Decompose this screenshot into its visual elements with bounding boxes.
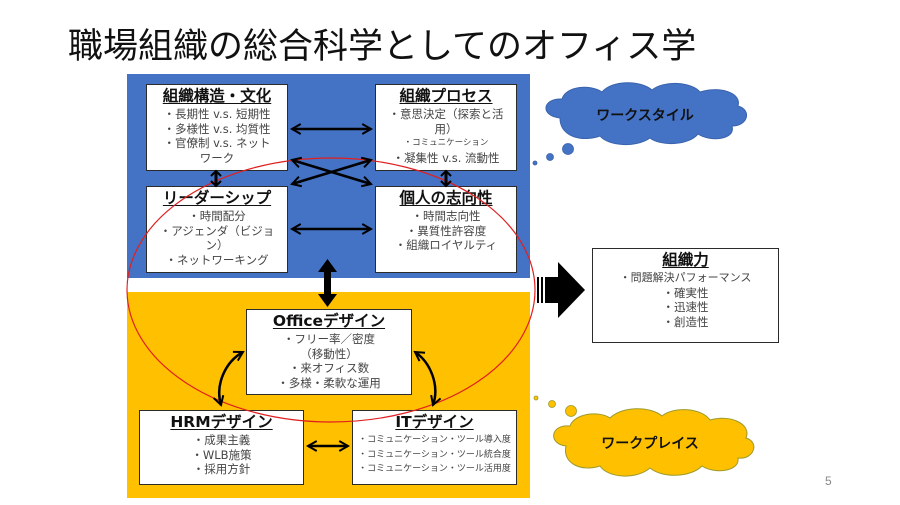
list-item: ・迅速性 — [662, 300, 709, 314]
list-item: （移動性） — [300, 346, 358, 361]
list-item: ・アジェンダ（ビジョン） — [159, 223, 275, 253]
cloud-bubble — [562, 143, 574, 155]
leadership-box: リーダーシップ ・時間配分 ・アジェンダ（ビジョン） ・ネットワーキング — [146, 186, 288, 273]
box-title: HRMデザイン — [170, 413, 273, 431]
list-item: ・WLB施策 — [191, 447, 252, 462]
list-item: ・フリー率／密度 — [283, 332, 375, 346]
list-item: ・時間配分 — [188, 209, 246, 223]
arrow-to-org-power — [537, 262, 585, 318]
list-item: ・多様性 v.s. 均質性 — [163, 121, 271, 136]
cloud-bubble — [565, 405, 577, 417]
workplace-cloud-label: ワークプレイス — [601, 436, 699, 452]
box-title: 組織プロセス — [399, 87, 493, 105]
list-item: ・異質性許容度 — [405, 223, 487, 238]
list-item: ・ネットワーキング — [165, 252, 269, 267]
list-item: ・成果主義 — [192, 433, 251, 447]
list-item: ・コミュニケーション・ツール導入度 — [358, 435, 511, 445]
individual-orientation-box: 個人の志向性 ・時間志向性 ・異質性許容度 ・組織ロイヤルティ — [375, 186, 517, 273]
list-item: ・問題解決パフォーマンス — [619, 271, 752, 284]
list-item: ・意思決定（探索と活用） — [388, 107, 504, 136]
box-title: 組織構造・文化 — [162, 87, 272, 105]
list-item: ・官僚制 v.s. ネットワーク — [163, 136, 271, 165]
list-item: ・長期性 v.s. 短期性 — [163, 107, 271, 121]
list-item: ・コミュニケーション・ツール統合度 — [358, 449, 511, 460]
list-item: ・来オフィス数 — [288, 361, 370, 375]
list-item: ・多様・柔軟な運用 — [277, 375, 381, 390]
list-item: ・凝集性 v.s. 流動性 — [392, 150, 500, 165]
slide-title: 職場組織の総合科学としてのオフィス学 — [68, 27, 697, 67]
cloud-bubble — [548, 400, 556, 408]
hrm-design-box: HRMデザイン ・成果主義 ・WLB施策 ・採用方針 — [139, 410, 304, 485]
list-item: ・採用方針 — [192, 462, 251, 476]
page-number: 5 — [825, 474, 832, 488]
list-item: ・創造性 — [662, 314, 709, 329]
box-title: リーダーシップ — [162, 189, 272, 207]
list-item: ・コミュニケーション — [403, 138, 489, 148]
workstyle-cloud-label: ワークスタイル — [596, 108, 694, 124]
box-title: 個人の志向性 — [399, 189, 493, 207]
box-title: Officeデザイン — [272, 312, 386, 330]
list-item: ・コミュニケーション・ツール活用度 — [358, 464, 511, 474]
it-design-box: ITデザイン ・コミュニケーション・ツール導入度 ・コミュニケーション・ツール統… — [352, 410, 517, 485]
box-title: 組織力 — [662, 251, 709, 269]
list-item: ・組織ロイヤルティ — [394, 238, 498, 252]
cloud-bubble — [533, 395, 539, 401]
box-title: ITデザイン — [395, 413, 474, 431]
list-item: ・確実性 — [662, 285, 709, 300]
org-power-box: 組織力 ・問題解決パフォーマンス ・確実性 ・迅速性 ・創造性 — [592, 248, 779, 343]
cloud-bubble — [532, 160, 538, 166]
org-structure-box: 組織構造・文化 ・長期性 v.s. 短期性 ・多様性 v.s. 均質性 ・官僚制… — [146, 84, 288, 171]
office-design-box: Officeデザイン ・フリー率／密度 （移動性） ・来オフィス数 ・多様・柔軟… — [246, 309, 412, 395]
list-item: ・時間志向性 — [411, 209, 481, 223]
org-process-box: 組織プロセス ・意思決定（探索と活用） ・コミュニケーション ・凝集性 v.s.… — [375, 84, 517, 171]
cloud-bubble — [546, 153, 554, 161]
